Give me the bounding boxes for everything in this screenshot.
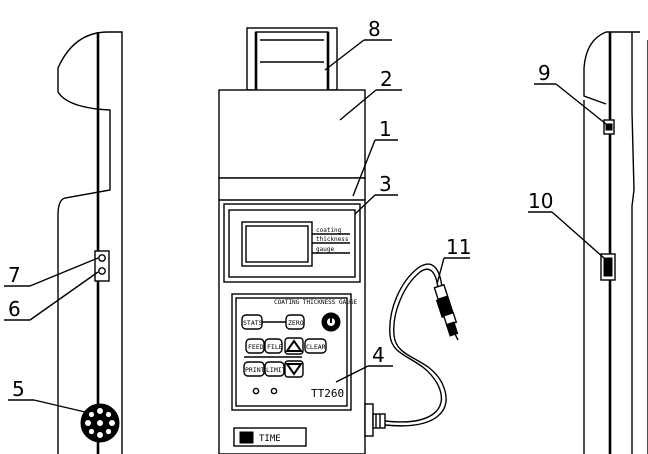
port-7-icon — [98, 254, 106, 262]
callout-8: 8 — [368, 17, 381, 41]
callout-9: 9 — [538, 61, 551, 85]
left-connector-block — [94, 250, 110, 282]
limit-button[interactable] — [264, 361, 285, 377]
limit-button-label: LIMIT — [266, 366, 286, 374]
left-body-outline — [57, 31, 111, 454]
callout-11: 11 — [446, 235, 471, 259]
callout-7: 7 — [8, 263, 21, 287]
lcd-label-gauge: gauge — [316, 246, 334, 253]
callout-1: 1 — [379, 117, 392, 141]
clear-button-label: CLEAR — [306, 343, 326, 351]
up-arrow-button[interactable] — [284, 337, 304, 355]
time-label: TIME — [259, 434, 281, 444]
print-button[interactable] — [243, 361, 265, 377]
model-label: TT260 — [311, 387, 344, 400]
port-6-icon — [98, 267, 106, 275]
file-button-label: FILE — [267, 343, 283, 351]
lcd-label-thickness: thickness — [316, 236, 349, 243]
callout-4: 4 — [372, 343, 385, 367]
clear-button[interactable] — [304, 338, 327, 354]
panel-title: COATING THICKNESS GAUGE — [274, 299, 357, 306]
feed-button[interactable] — [245, 338, 265, 354]
front-view: coating thickness gauge COATING THICKNES… — [218, 17, 402, 454]
zero-button-label: ZERO — [288, 319, 304, 327]
indicator-led-2 — [270, 387, 278, 395]
left-body-back — [108, 31, 123, 454]
clock-icon — [239, 431, 254, 444]
callout-6: 6 — [8, 297, 21, 321]
print-button-label: PRINT — [245, 366, 265, 374]
callout-3: 3 — [379, 172, 392, 196]
power-button[interactable] — [321, 312, 341, 332]
feed-button-label: FEED — [248, 343, 264, 351]
printer-head — [218, 89, 366, 179]
lcd-screen — [241, 221, 313, 267]
right-body-outline — [583, 31, 607, 105]
callout-2: 2 — [380, 67, 393, 91]
probe-cable-line — [384, 263, 443, 423]
callout-10: 10 — [528, 189, 553, 213]
zero-button[interactable] — [285, 314, 305, 330]
callout-5: 5 — [12, 377, 25, 401]
stats-button[interactable] — [241, 314, 263, 330]
file-button[interactable] — [264, 338, 283, 354]
right-side-view: 9 10 — [528, 31, 648, 454]
stats-button-label: STATS — [243, 319, 263, 327]
socket-5-icon — [80, 403, 120, 443]
lcd-label-coating: coating — [316, 227, 342, 234]
indicator-led-1 — [252, 387, 260, 395]
down-arrow-button[interactable] — [284, 360, 304, 378]
probe-socket — [364, 403, 374, 437]
probe-11-icon — [433, 283, 459, 341]
left-side-view: 7 6 5 — [4, 31, 123, 454]
probe-cable: 11 — [384, 235, 471, 427]
